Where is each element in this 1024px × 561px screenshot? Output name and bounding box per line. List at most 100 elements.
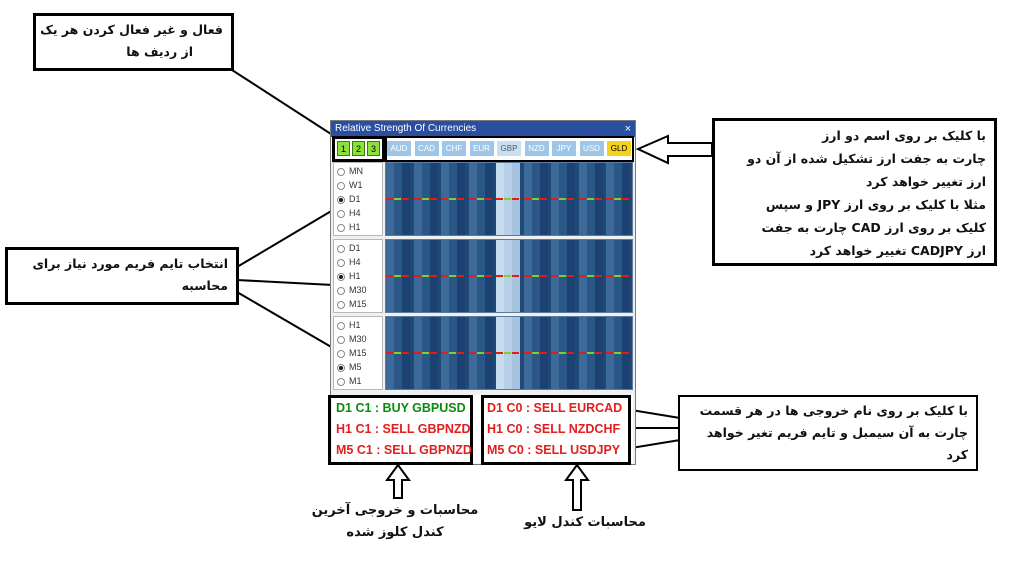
timeframe-option-m1[interactable]: M1	[337, 374, 362, 388]
strength-bar-flat	[504, 198, 511, 200]
radio-icon[interactable]	[337, 349, 345, 358]
timeframe-option-m30[interactable]: M30	[337, 283, 367, 297]
radio-icon[interactable]	[337, 321, 345, 330]
timeframe-option-mn[interactable]: MN	[337, 164, 363, 178]
radio-icon[interactable]	[337, 244, 345, 253]
timeframe-option-h1[interactable]: H1	[337, 318, 361, 332]
timeframe-option-d1[interactable]: D1	[337, 192, 361, 206]
strength-bar-flat	[578, 352, 586, 354]
timeframe-label: H1	[349, 222, 361, 232]
timeframe-label: M30	[349, 334, 367, 344]
callout-text: چارت به جفت ارز تشکیل شده از آن دو	[747, 151, 986, 166]
radio-icon[interactable]	[337, 223, 345, 232]
strength-bar-flat	[594, 198, 602, 200]
strength-bar-flat	[567, 275, 574, 277]
strength-cell	[622, 163, 630, 235]
radio-icon[interactable]	[337, 363, 345, 372]
close-icon[interactable]: ×	[624, 123, 631, 135]
currency-button-jpy[interactable]: JPY	[552, 141, 576, 156]
strength-bar-flat	[468, 275, 476, 277]
strength-cell	[421, 163, 430, 235]
timeframe-option-h4[interactable]: H4	[337, 206, 361, 220]
highlight-row-toggles	[332, 136, 385, 162]
strength-bar-flat	[386, 275, 393, 277]
radio-icon[interactable]	[337, 335, 345, 344]
strength-bar-flat	[496, 275, 503, 277]
timeframe-option-m30[interactable]: M30	[337, 332, 367, 346]
strength-cell	[386, 317, 394, 389]
radio-icon[interactable]	[337, 195, 345, 204]
strength-cell	[539, 317, 548, 389]
strength-bar-flat	[559, 352, 566, 354]
currency-button-chf[interactable]: CHF	[442, 141, 466, 156]
strength-bar-flat	[484, 198, 492, 200]
currency-button-eur[interactable]: EUR	[469, 141, 494, 156]
currency-button-usd[interactable]: USD	[579, 141, 604, 156]
currency-button-nzd[interactable]: NZD	[524, 141, 549, 156]
strength-bar-flat	[441, 275, 448, 277]
timeframe-option-m15[interactable]: M15	[337, 346, 367, 360]
radio-icon[interactable]	[337, 167, 345, 176]
timeframe-option-d1[interactable]: D1	[337, 241, 361, 255]
output-signal-live-3[interactable]: M5 C0 : SELL USDJPY	[487, 443, 621, 457]
radio-icon[interactable]	[337, 286, 345, 295]
strength-bar-flat	[578, 198, 586, 200]
output-signal-live-1[interactable]: D1 C0 : SELL EURCAD	[487, 401, 623, 415]
currency-button-gbp[interactable]: GBP	[497, 141, 521, 156]
row-toggle-2[interactable]: 2	[352, 141, 365, 156]
output-signal-live-2[interactable]: H1 C0 : SELL NZDCHF	[487, 422, 621, 436]
strength-bar-flat	[512, 198, 519, 200]
strength-cell	[578, 240, 587, 312]
strength-bar-flat	[394, 352, 401, 354]
strength-bar-flat	[402, 275, 409, 277]
currency-button-aud[interactable]: AUD	[387, 141, 411, 156]
timeframe-option-h1[interactable]: H1	[337, 269, 361, 283]
timeframe-option-h4[interactable]: H4	[337, 255, 361, 269]
row-toggle-1[interactable]: 1	[337, 141, 350, 156]
strength-cell	[606, 240, 614, 312]
currency-button-cad[interactable]: CAD	[414, 141, 439, 156]
radio-icon[interactable]	[337, 258, 345, 267]
radio-icon[interactable]	[337, 300, 345, 309]
strength-cell	[441, 240, 449, 312]
caption-text: کندل کلوز شده	[346, 525, 444, 540]
strength-cell	[622, 317, 630, 389]
strength-bar-flat	[457, 198, 464, 200]
output-signal-closed-2[interactable]: H1 C1 : SELL GBPNZD	[336, 422, 471, 436]
timeframe-option-h1[interactable]: H1	[337, 220, 361, 234]
strength-cell	[496, 163, 504, 235]
radio-icon[interactable]	[337, 377, 345, 386]
strength-cell	[429, 317, 438, 389]
strength-bar-flat	[567, 198, 574, 200]
callout-timeframe: انتخاب تایم فریم مورد نیاز برای محاسبه	[5, 247, 239, 305]
timeframe-option-m15[interactable]: M15	[337, 297, 367, 311]
strength-cell	[512, 163, 520, 235]
strength-bar-flat	[614, 275, 621, 277]
timeframe-label: M5	[349, 362, 362, 372]
strength-cell	[586, 163, 595, 235]
timeframe-option-w1[interactable]: W1	[337, 178, 363, 192]
strength-bar-flat	[441, 352, 448, 354]
strength-cell	[476, 240, 485, 312]
strength-bar-flat	[614, 352, 621, 354]
timeframe-option-m5[interactable]: M5	[337, 360, 362, 374]
output-signal-closed-3[interactable]: M5 C1 : SELL GBPNZD	[336, 443, 472, 457]
callout-text: فعال و غیر فعال کردن هر یک	[40, 22, 223, 37]
strength-bar-flat	[413, 198, 421, 200]
strength-bar-flat	[551, 275, 558, 277]
strength-grid-2	[385, 239, 633, 313]
currency-button-gld[interactable]: GLD	[607, 141, 631, 156]
radio-icon[interactable]	[337, 181, 345, 190]
strength-bar-flat	[402, 198, 409, 200]
row-toggle-3[interactable]: 3	[367, 141, 380, 156]
strength-cell	[523, 317, 532, 389]
radio-icon[interactable]	[337, 272, 345, 281]
radio-icon[interactable]	[337, 209, 345, 218]
strength-bar-flat	[586, 198, 594, 200]
strength-bar-flat	[468, 198, 476, 200]
callout-text: از ردیف ها	[126, 44, 193, 59]
output-signal-closed-1[interactable]: D1 C1 : BUY GBPUSD	[336, 401, 466, 415]
strength-cell	[539, 240, 548, 312]
strength-bar-flat	[457, 352, 464, 354]
